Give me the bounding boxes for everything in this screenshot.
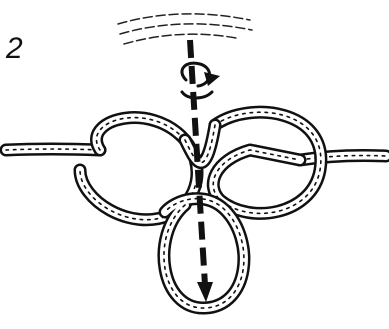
rope-left-standing-part (6, 149, 100, 150)
motion-lines (118, 14, 252, 44)
rotation-arrow-icon (182, 63, 220, 98)
rope-right-loop (213, 112, 321, 213)
rope-right-standing-part (300, 156, 386, 161)
